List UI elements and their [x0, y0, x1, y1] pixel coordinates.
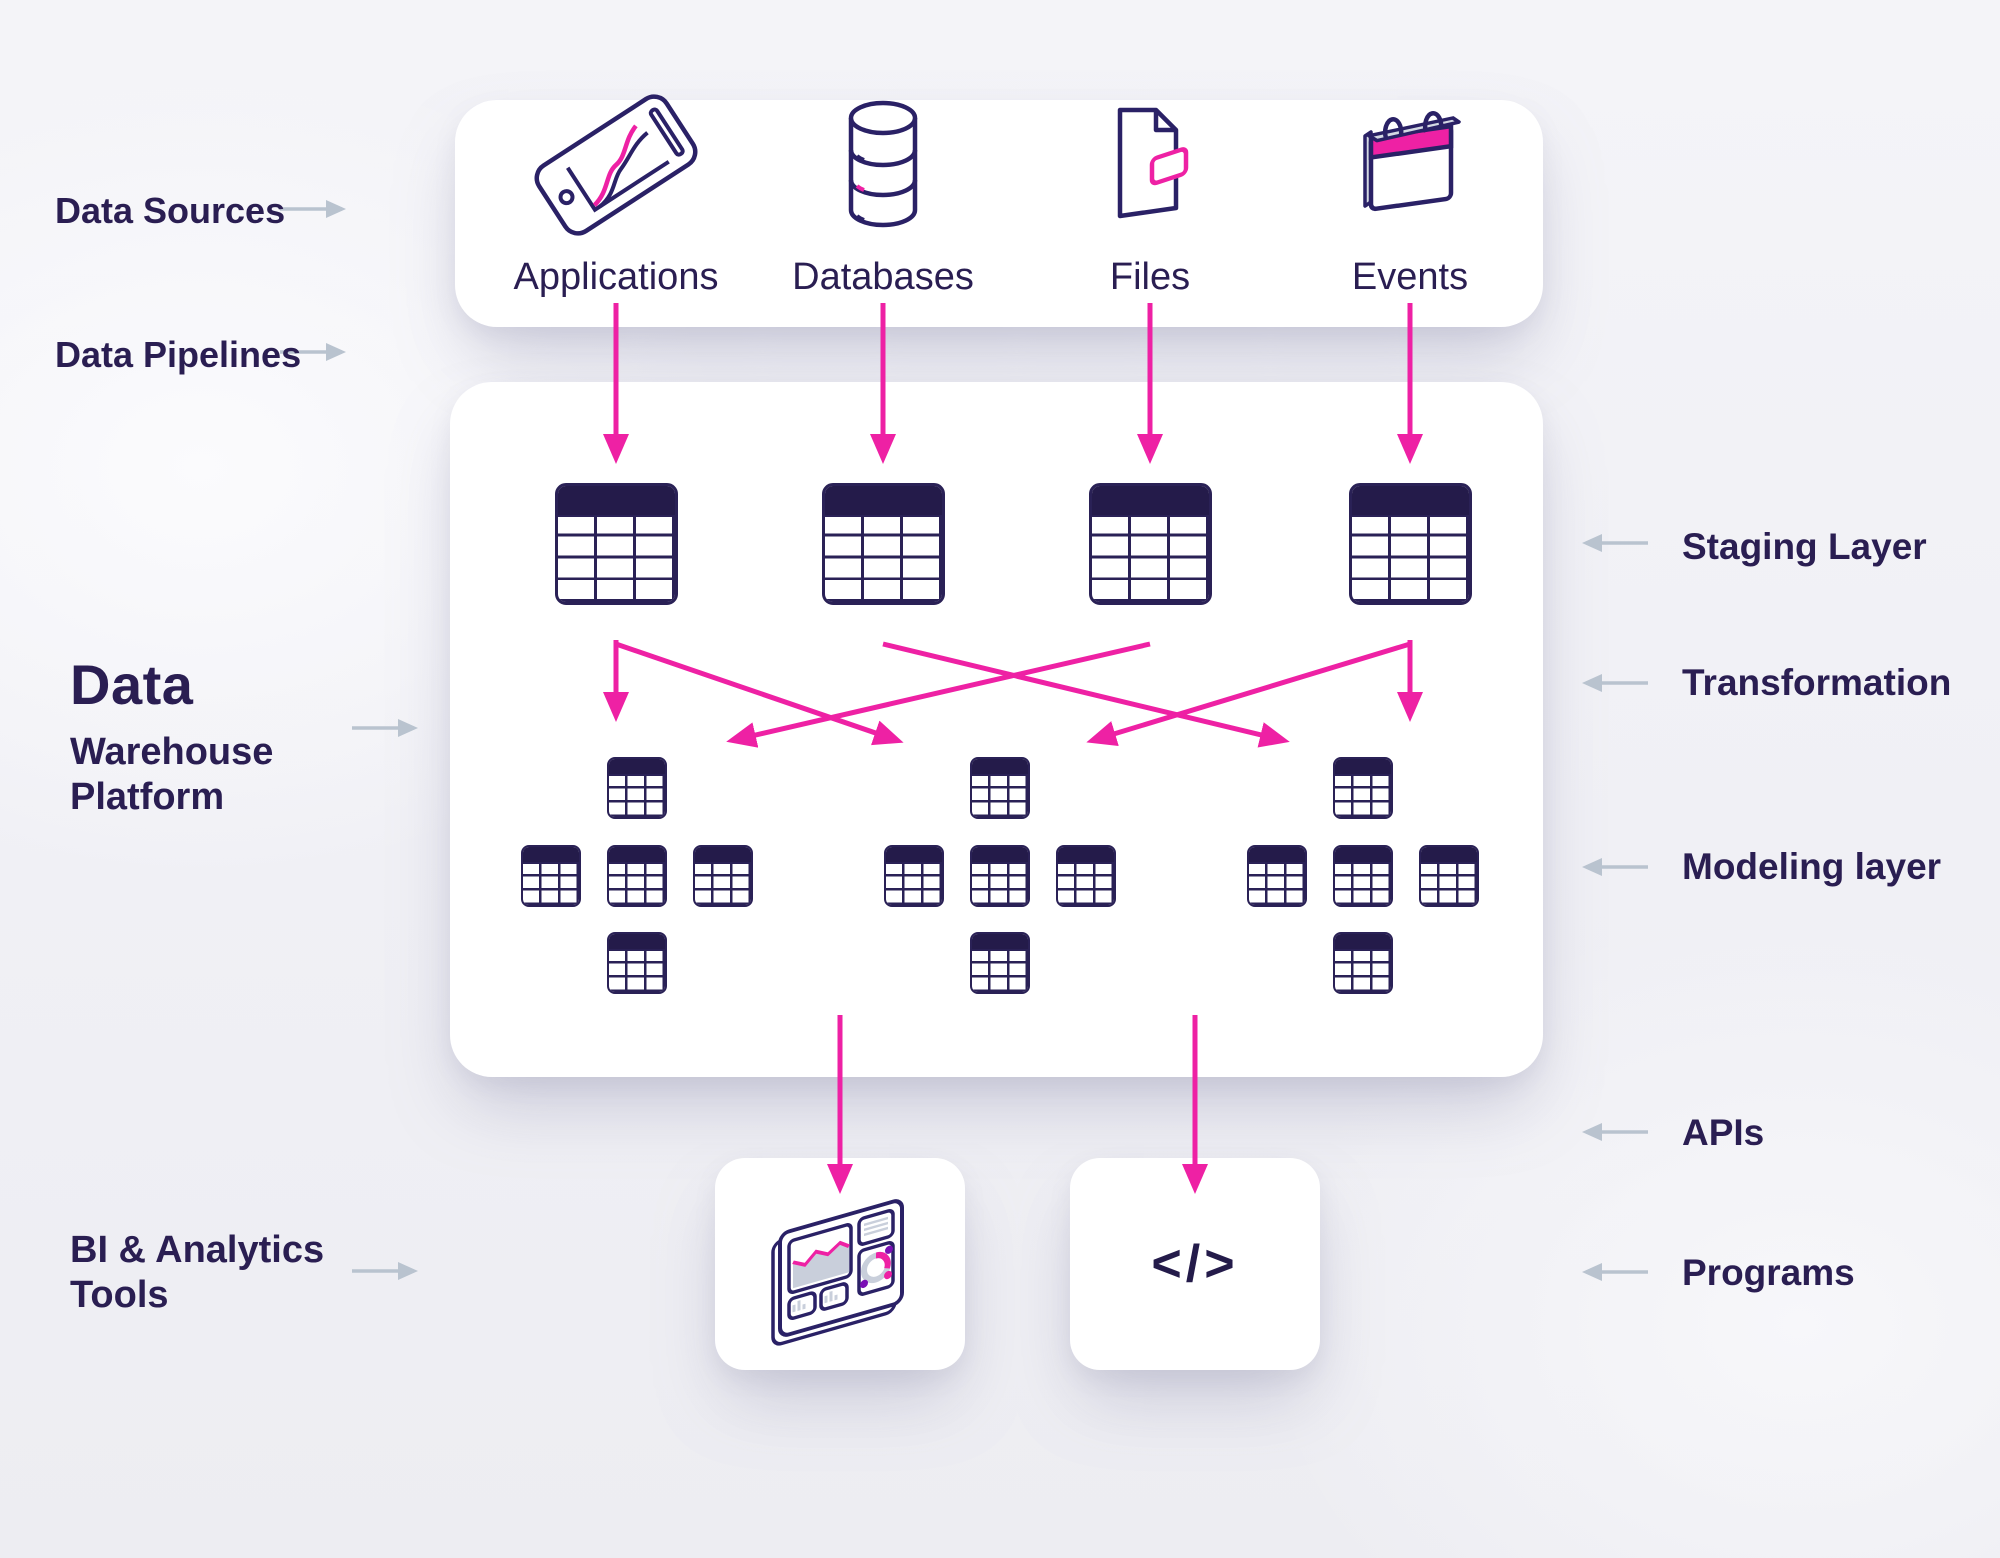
- document-icon: [1117, 107, 1189, 219]
- table-header: [1352, 486, 1469, 517]
- modeling-table-c2-3: [970, 845, 1030, 907]
- table-grid: [972, 861, 1028, 905]
- modeling-table-c3-2: [1247, 845, 1307, 907]
- source-label-events: Events: [1351, 256, 1469, 298]
- table-header: [1092, 486, 1209, 517]
- table-grid: [1335, 773, 1391, 817]
- table-grid: [609, 861, 665, 905]
- table-grid: [1058, 861, 1114, 905]
- table-grid: [1335, 948, 1391, 992]
- table-grid: [609, 773, 665, 817]
- table-grid: [1421, 861, 1477, 905]
- table-grid: [886, 861, 942, 905]
- source-label-databases: Databases: [792, 256, 974, 298]
- modeling-table-c1-2: [521, 845, 581, 907]
- modeling-table-c1-4: [693, 845, 753, 907]
- table-grid: [1249, 861, 1305, 905]
- label-data-pipelines: Data Pipelines: [55, 334, 302, 375]
- modeling-table-c2-4: [1056, 845, 1116, 907]
- calendar-icon: [1363, 111, 1461, 212]
- modeling-table-c3-3: [1333, 845, 1393, 907]
- staging-table-1: [555, 483, 678, 605]
- phone-chart-icon: [534, 94, 698, 236]
- modeling-table-c1-3: [607, 845, 667, 907]
- modeling-table-c1-5: [607, 932, 667, 994]
- modeling-table-c3-1: [1333, 757, 1393, 819]
- label-platform-title: Data: [70, 653, 194, 716]
- table-grid: [972, 773, 1028, 817]
- table-header: [825, 486, 942, 517]
- label-staging-layer: Staging Layer: [1682, 526, 1927, 567]
- label-data-sources: Data Sources: [55, 190, 286, 231]
- table-grid: [558, 515, 675, 602]
- dashboard-icon: [771, 1199, 904, 1346]
- staging-table-2: [822, 483, 945, 605]
- table-grid: [1335, 861, 1391, 905]
- label-bi-analytics-tools: BI & Analytics Tools: [70, 1229, 325, 1316]
- table-grid: [609, 948, 665, 992]
- table-grid: [972, 948, 1028, 992]
- table-grid: [1352, 515, 1469, 602]
- database-cylinder-icon: [848, 100, 918, 228]
- staging-table-4: [1349, 483, 1472, 605]
- label-apis: APIs: [1682, 1112, 1765, 1153]
- label-platform-subtitle: Warehouse Platform: [70, 731, 274, 818]
- label-programs: Programs: [1682, 1252, 1855, 1293]
- staging-table-3: [1089, 483, 1212, 605]
- table-grid: [523, 861, 579, 905]
- source-label-files: Files: [1109, 256, 1191, 298]
- table-grid: [695, 861, 751, 905]
- label-transformation: Transformation: [1682, 662, 1952, 703]
- modeling-table-c2-5: [970, 932, 1030, 994]
- label-modeling-layer: Modeling layer: [1682, 846, 1942, 887]
- table-grid: [825, 515, 942, 602]
- table-grid: [1092, 515, 1209, 602]
- modeling-table-c2-1: [970, 757, 1030, 819]
- modeling-table-c3-5: [1333, 932, 1393, 994]
- modeling-table-c3-4: [1419, 845, 1479, 907]
- source-label-applications: Applications: [513, 256, 719, 298]
- modeling-table-c2-2: [884, 845, 944, 907]
- modeling-table-c1-1: [607, 757, 667, 819]
- code-icon: </>: [1151, 1235, 1239, 1293]
- table-header: [558, 486, 675, 517]
